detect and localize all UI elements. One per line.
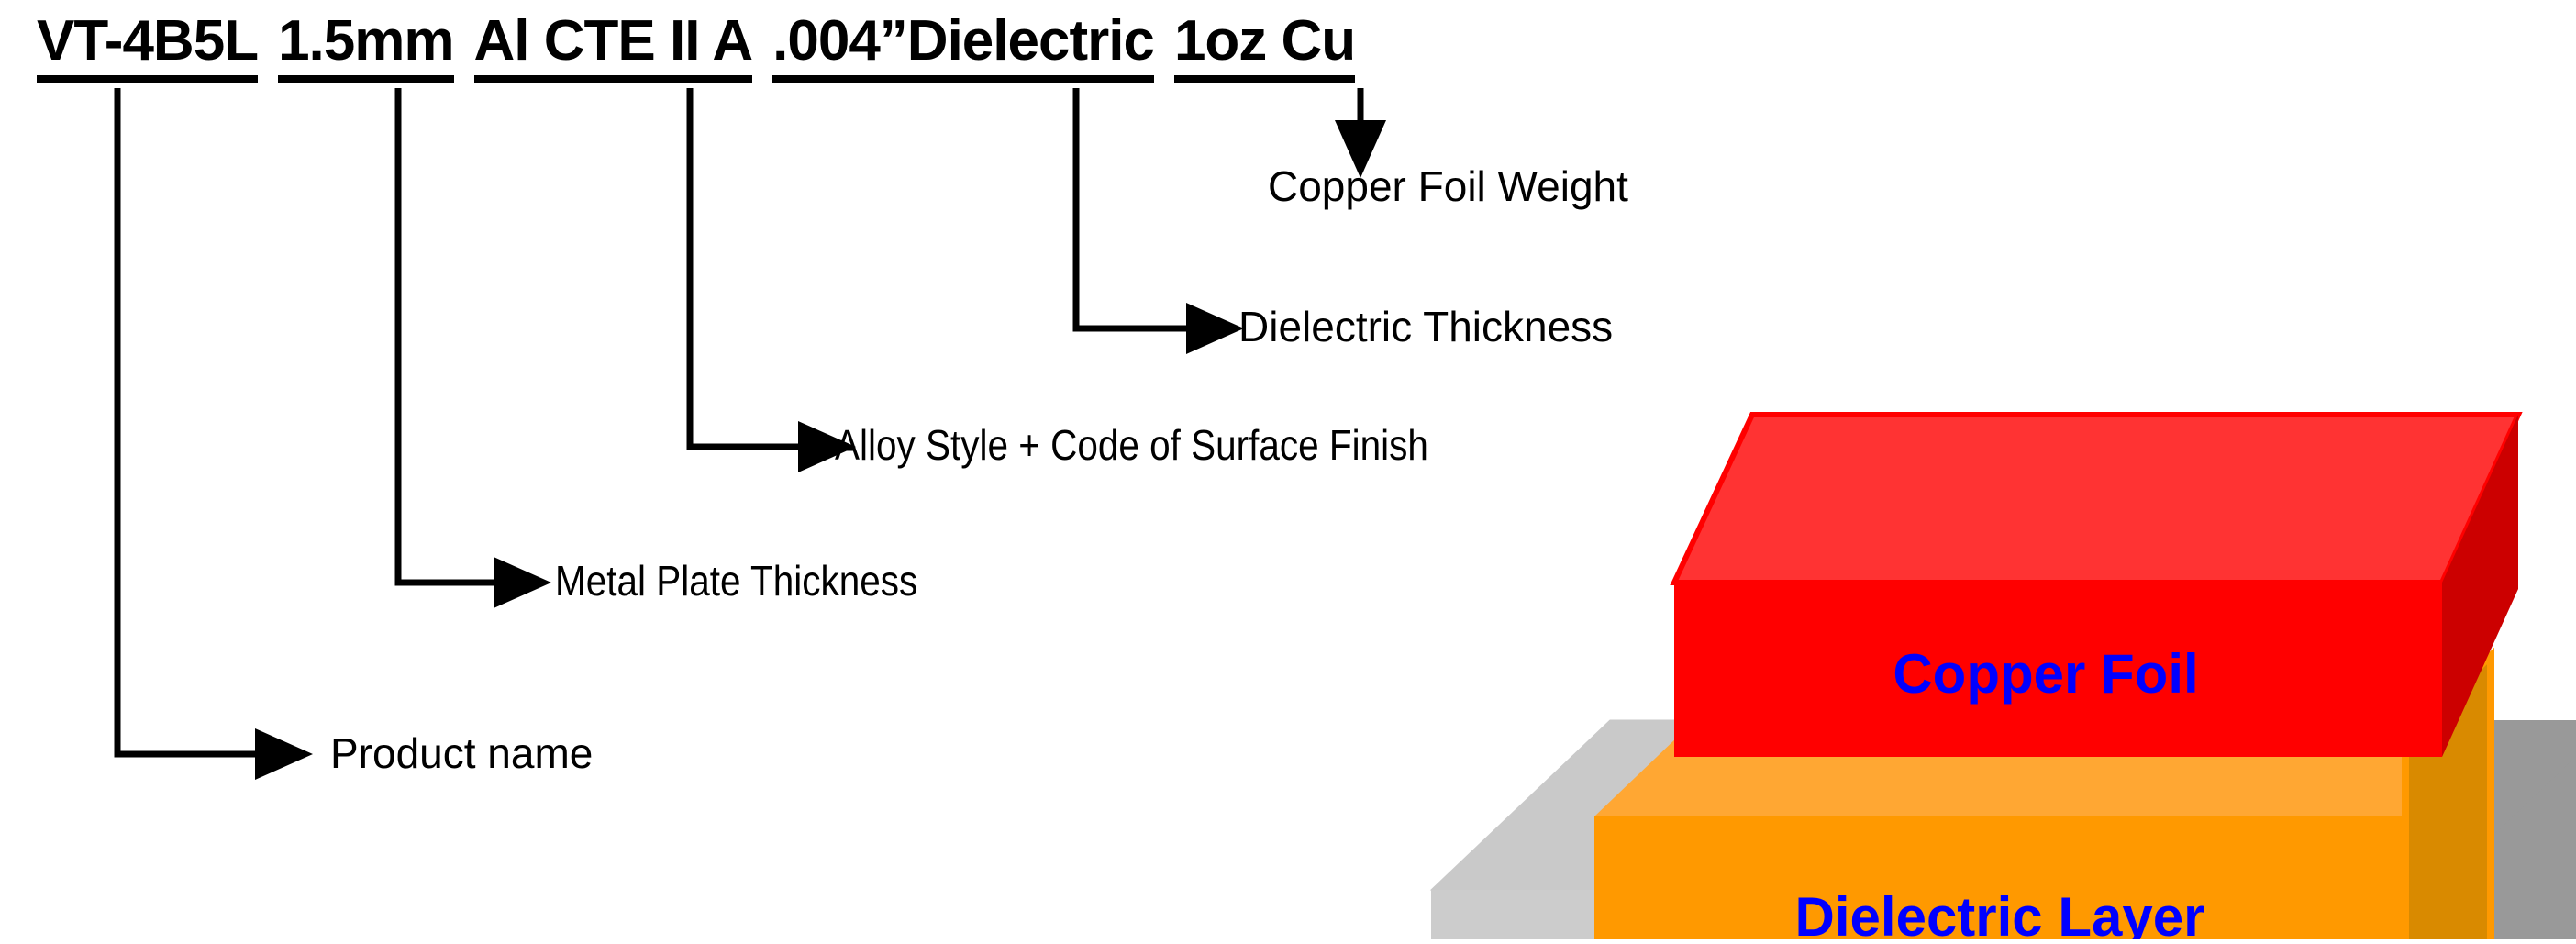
part-number-heading: VT-4B5L 1.5mm Al CTE II A .004”Dielectri… xyxy=(37,13,1356,83)
slab-label-dielectric-layer: Dielectric Layer xyxy=(1795,886,2205,939)
leader-metal-plate-thickness xyxy=(394,88,551,608)
part-number-segment-thickness: 1.5mm xyxy=(278,13,455,83)
layer-stack-illustration: Copper Foil Dielectric Layer Metal Plate xyxy=(1413,339,2576,944)
copper-foil-front-face xyxy=(1674,583,2442,757)
leader-alloy-style xyxy=(686,88,856,472)
copper-foil-side-face xyxy=(2442,415,2518,757)
part-number-segment-alloy: Al CTE II A xyxy=(473,13,753,83)
callout-dielectric-thickness: Dielectric Thickness xyxy=(1238,303,1614,350)
callout-metal-plate-thickness: Metal Plate Thickness xyxy=(555,557,918,605)
part-number-segment-dielectric: .004”Dielectric xyxy=(772,13,1155,83)
slab-copper-foil xyxy=(1670,412,2523,757)
leader-product-name xyxy=(114,88,313,780)
callout-product-name: Product name xyxy=(330,729,594,777)
layer-stack-svg: Copper Foil Dielectric Layer Metal Plate xyxy=(1429,412,2576,944)
part-number-segment-copper: 1oz Cu xyxy=(1173,13,1356,83)
dielectric-front-face xyxy=(1594,816,2405,944)
copper-foil-top-face xyxy=(1670,412,2523,585)
leader-dielectric-thickness xyxy=(1072,88,1244,354)
callout-copper-foil-weight: Copper Foil Weight xyxy=(1268,162,1628,210)
part-number-segment-product: VT-4B5L xyxy=(37,13,259,83)
callout-alloy-style: Alloy Style + Code of Surface Finish xyxy=(835,421,1428,469)
slab-label-copper-foil: Copper Foil xyxy=(1893,643,2198,705)
